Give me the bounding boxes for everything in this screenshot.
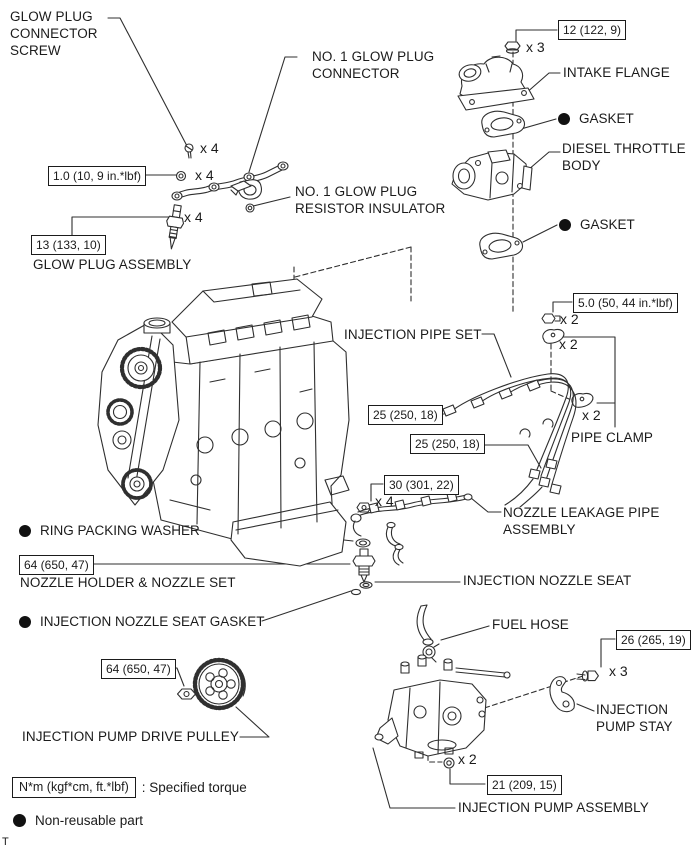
leakage-pipe-nut-icon <box>356 502 372 513</box>
ring-packing-washer-drawing <box>355 538 371 548</box>
label-nozzle-leakage-pipe-assembly: NOZZLE LEAKAGE PIPE ASSEMBLY <box>503 505 660 537</box>
label-injection-pump-stay: INJECTION PUMP STAY <box>596 702 673 734</box>
qty-stay-bolt: x 3 <box>609 663 628 679</box>
intake-flange-drawing <box>457 55 535 111</box>
qty-glow-plug: x 4 <box>184 209 203 225</box>
label-nozzle-holder-nozzle-set: NOZZLE HOLDER & NOZZLE SET <box>20 575 236 590</box>
torque-injection-pipe-lower: 25 (250, 18) <box>410 434 485 454</box>
pump-pulley-drawing <box>192 657 246 711</box>
pump-stay-drawing <box>549 676 575 713</box>
label-no1-glow-plug-connector: NO. 1 GLOW PLUG CONNECTOR <box>312 49 435 81</box>
glow-plug-connector-drawing <box>171 161 289 201</box>
label-injection-nozzle-seat-gasket: INJECTION NOZZLE SEAT GASKET <box>19 613 265 630</box>
gasket-lower-drawing <box>479 232 524 260</box>
glow-plug-drawing <box>166 204 185 250</box>
union-bolt-icon <box>541 313 561 324</box>
qty-clamp-lower: x 2 <box>582 407 601 423</box>
label-intake-flange: INTAKE FLANGE <box>563 65 670 80</box>
legend-specified-torque: N*m (kgf*cm, ft.*lbf) : Specified torque <box>12 777 247 798</box>
nozzle-seat-drawing <box>359 581 373 589</box>
qty-connector-screw: x 4 <box>200 140 219 156</box>
label-injection-pump-drive-pulley: INJECTION PUMP DRIVE PULLEY <box>22 729 239 744</box>
pipe-clamp-upper-icon <box>542 328 565 344</box>
legend-torque-unit-box: N*m (kgf*cm, ft.*lbf) <box>12 777 136 798</box>
nozzle-seat-gasket-drawing <box>350 588 362 596</box>
label-glow-plug-connector-screw: GLOW PLUG CONNECTOR SCREW <box>10 9 98 58</box>
connector-screw-icon <box>184 143 194 159</box>
throttle-body-drawing <box>451 149 533 201</box>
qty-pump-nut: x 2 <box>458 751 477 767</box>
nozzle-holder-drawing <box>352 548 376 583</box>
non-reusable-bullet-icon <box>558 112 570 125</box>
engine-drawing <box>97 278 350 567</box>
connector-nut-icon <box>175 170 187 182</box>
label-glow-plug-assembly: GLOW PLUG ASSEMBLY <box>33 257 192 272</box>
label-ring-packing-washer: RING PACKING WASHER <box>19 522 200 539</box>
injection-pump-drawing <box>374 643 511 759</box>
label-gasket-lower: GASKET <box>559 216 635 233</box>
torque-stay-bolt: 26 (265, 19) <box>616 630 691 650</box>
non-reusable-bullet-icon <box>559 218 571 231</box>
qty-union-bolt: x 2 <box>560 311 579 327</box>
fuel-hose-drawing <box>416 604 434 646</box>
leakage-pipe-drawing <box>350 491 473 566</box>
gasket-upper-drawing <box>481 110 526 138</box>
legend-torque-description: : Specified torque <box>141 780 247 795</box>
label-no1-glow-plug-resistor-insulator: NO. 1 GLOW PLUG RESISTOR INSULATOR <box>295 184 446 216</box>
torque-injection-pipe-upper: 25 (250, 18) <box>368 405 443 425</box>
torque-pipe-union-bolt: 5.0 (50, 44 in.*lbf) <box>573 293 678 313</box>
injection-pipe-set-drawing <box>442 373 577 508</box>
page-corner-marker: T <box>2 836 9 848</box>
stay-bolt-icon <box>576 670 599 682</box>
torque-pump-mount-nut: 21 (209, 15) <box>487 775 562 795</box>
torque-leakage-pipe-nut: 30 (301, 22) <box>384 475 459 495</box>
label-gasket-upper: GASKET <box>558 110 634 127</box>
label-fuel-hose: FUEL HOSE <box>492 617 569 632</box>
torque-glow-plug: 13 (133, 10) <box>31 235 106 255</box>
resistor-insulator-drawing <box>230 180 255 213</box>
label-injection-pipe-set: INJECTION PIPE SET <box>344 327 482 342</box>
torque-glow-connector-nut: 1.0 (10, 9 in.*lbf) <box>48 166 147 186</box>
label-injection-nozzle-seat: INJECTION NOZZLE SEAT <box>463 573 632 588</box>
torque-intake-flange-nut: 12 (122, 9) <box>558 20 627 40</box>
label-pipe-clamp: PIPE CLAMP <box>571 430 654 445</box>
qty-clamp-upper: x 2 <box>559 336 578 352</box>
legend-non-reusable: Non-reusable part <box>13 812 143 829</box>
pump-nut-icon <box>443 757 455 769</box>
non-reusable-bullet-icon <box>19 524 31 537</box>
pulley-nut-icon <box>176 688 197 700</box>
non-reusable-bullet-icon <box>13 814 26 827</box>
qty-connector-nut: x 4 <box>195 167 214 183</box>
torque-pulley-nut: 64 (650, 47) <box>101 659 176 679</box>
torque-nozzle-holder: 64 (650, 47) <box>19 555 94 575</box>
qty-flange-nut: x 3 <box>526 39 545 55</box>
label-injection-pump-assembly: INJECTION PUMP ASSEMBLY <box>458 800 649 815</box>
label-diesel-throttle-body: DIESEL THROTTLE BODY <box>562 141 686 173</box>
pipe-clamp-lower-icon <box>571 392 594 408</box>
non-reusable-bullet-icon <box>19 615 31 628</box>
flange-nut-icon <box>504 41 521 54</box>
qty-leakage-nut: x 4 <box>375 493 394 509</box>
